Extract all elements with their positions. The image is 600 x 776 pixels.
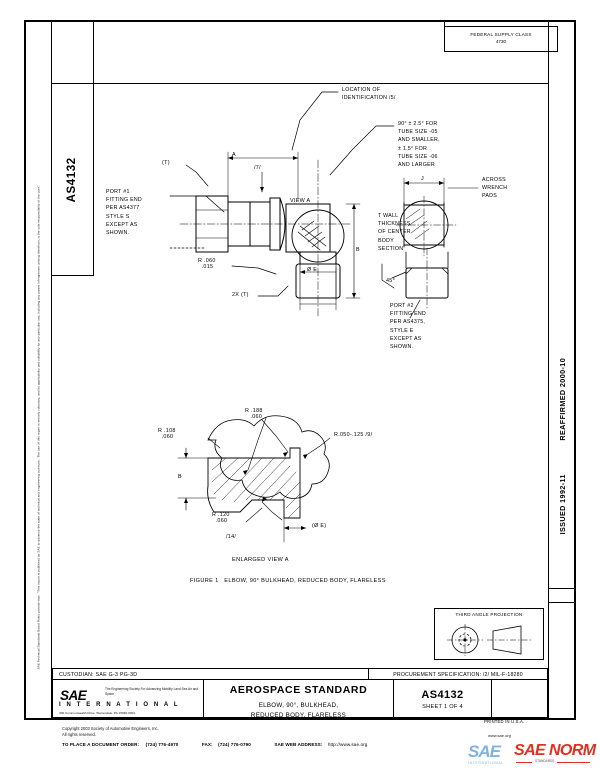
part-title-line-2: REDUCED BODY, FLARELESS — [250, 712, 347, 720]
note-angle-tolerance: 90° ± 2.5° FOR TUBE SIZE -05 AND SMALLER… — [398, 121, 440, 169]
issue-strip-divider-2 — [548, 602, 574, 603]
custodian-cell: CUSTODIAN: SAE G-3 PG-3D — [52, 668, 368, 680]
figure-caption: FIGURE 1 ELBOW, 90° BULKHEAD, REDUCED BO… — [190, 578, 386, 584]
sae-tagline: The Engineering Society For Advancing Mo… — [105, 687, 199, 696]
web-label: SAE WEB ADDRESS: — [274, 741, 323, 747]
flag-note-7: /7/ — [254, 165, 261, 171]
procurement-spec-text: PROCUREMENT SPECIFICATION: /2/ MIL-F-182… — [393, 672, 523, 679]
dim-label-j: J — [421, 176, 424, 182]
note-location-identification: LOCATION OF IDENTIFICATION /5/ — [342, 87, 396, 102]
note-port-2: PORT #2 FITTING END PER AS4375, STYLE E … — [390, 303, 427, 351]
sae-norm-watermark: www.sae.org SAE SAE NORM INTERNATIONAL S… — [462, 733, 596, 772]
header-rule — [94, 83, 548, 84]
watermark-top-text: www.sae.org — [488, 733, 511, 738]
dim-radius-050-125: R.050-.125 /9/ — [334, 432, 373, 438]
note-port-1: PORT #1 FITTING END PER AS4377 STYLE S E… — [106, 189, 143, 237]
watermark-international: INTERNATIONAL — [468, 761, 504, 765]
fsc-tick — [444, 22, 445, 26]
dim-label-b: B — [356, 247, 360, 253]
third-angle-projection-symbol — [447, 624, 531, 656]
sheet-border — [24, 20, 576, 720]
procurement-spec-cell: PROCUREMENT SPECIFICATION: /2/ MIL-F-182… — [368, 668, 548, 680]
third-angle-projection-caption: THIRD ANGLE PROJECTION — [455, 612, 523, 617]
sae-logo-text: SAE — [60, 688, 87, 703]
sae-international-text: I N T E R N A T I O N A L — [59, 702, 180, 708]
watermark-sub: STANDARDS — [532, 759, 558, 763]
standard-number-cell: AS4132 SHEET 1 OF 4 — [394, 680, 492, 718]
note-across-wrench-pads: ACROSS WRENCH PADS — [482, 177, 508, 200]
footer-contact-row: TO PLACE A DOCUMENT ORDER: (724) 776-497… — [62, 742, 462, 747]
flag-note-14: /14/ — [226, 534, 237, 540]
title-block: CUSTODIAN: SAE G-3 PG-3D PROCUREMENT SPE… — [52, 668, 548, 720]
disclaimer-strip: SAE Technical Standards Board Rules prov… — [26, 22, 52, 718]
custodian-text: CUSTODIAN: SAE G-3 PG-3D — [59, 672, 138, 679]
dim-label-2x-t: 2X (T) — [232, 292, 249, 298]
side-tab-upper — [52, 22, 94, 84]
dim-label-a: A — [232, 152, 236, 158]
sae-logo-cell: SAE The Engineering Society For Advancin… — [52, 680, 204, 718]
aerospace-standard-label: AEROSPACE STANDARD — [229, 684, 368, 696]
part-title-line-1: ELBOW, 90°, BULKHEAD, — [258, 701, 339, 709]
third-angle-projection-box: THIRD ANGLE PROJECTION — [434, 608, 544, 660]
order-phone: (724) 776-4970 — [145, 741, 179, 747]
revision-cell — [492, 680, 548, 718]
dim-radius-120-060: R .120 .060 — [212, 512, 230, 525]
note-wall-thickness: T WALL THICKNESS OF CENTER BODY SECTION — [378, 213, 411, 252]
dim-radius-188-060: R .188 .060 — [245, 408, 263, 421]
copyright-line-1: Copyright 2003 Society of Automotive Eng… — [62, 726, 159, 731]
federal-supply-class-box: FEDERAL SUPPLY CLASS 4730 — [444, 26, 558, 52]
federal-supply-class-value: 4730 — [495, 39, 507, 44]
footer-copyright: Copyright 2003 Society of Automotive Eng… — [62, 726, 462, 747]
side-tab-number-box: AS4132 — [52, 84, 94, 276]
watermark-sae-logo: SAE — [468, 742, 501, 761]
dim-radius-108-060: R .108 .060 — [158, 428, 176, 441]
order-label: TO PLACE A DOCUMENT ORDER: — [62, 741, 140, 747]
dim-label-dia-e-paren: (Ø E) — [312, 523, 327, 529]
sae-address: 400 Commonwealth Drive, Warrendale, PA 1… — [59, 711, 136, 715]
issue-strip-divider-1 — [548, 588, 574, 589]
issue-date-strip — [548, 22, 574, 718]
printed-in-usa: PRINTED IN U.S.A. — [484, 719, 525, 724]
dim-label-b-enlarged: B — [178, 474, 182, 480]
dim-radius-060-015: R .060 .015 — [198, 258, 216, 271]
dim-label-dia-e: Ø E — [307, 267, 318, 273]
dim-label-t-ref: (T) — [162, 160, 170, 166]
label-view-a: VIEW A — [290, 198, 311, 204]
sheet-number: SHEET 1 OF 4 — [422, 704, 463, 710]
fax-label: FAX: — [201, 741, 213, 747]
federal-supply-class-label: FEDERAL SUPPLY CLASS — [470, 32, 532, 37]
enlarged-view-caption: ENLARGED VIEW A — [232, 557, 289, 563]
dim-label-45deg: 45° — [386, 278, 396, 284]
web-address[interactable]: http://www.sae.org — [327, 741, 368, 747]
fax-number: (724) 776-0790 — [218, 741, 251, 747]
watermark-sae-norm-text: SAE NORM — [514, 742, 596, 759]
copyright-line-2: All rights reserved. — [62, 732, 96, 738]
standard-number-value: AS4132 — [421, 689, 464, 701]
document-title-cell: AEROSPACE STANDARD ELBOW, 90°, BULKHEAD,… — [204, 680, 394, 720]
